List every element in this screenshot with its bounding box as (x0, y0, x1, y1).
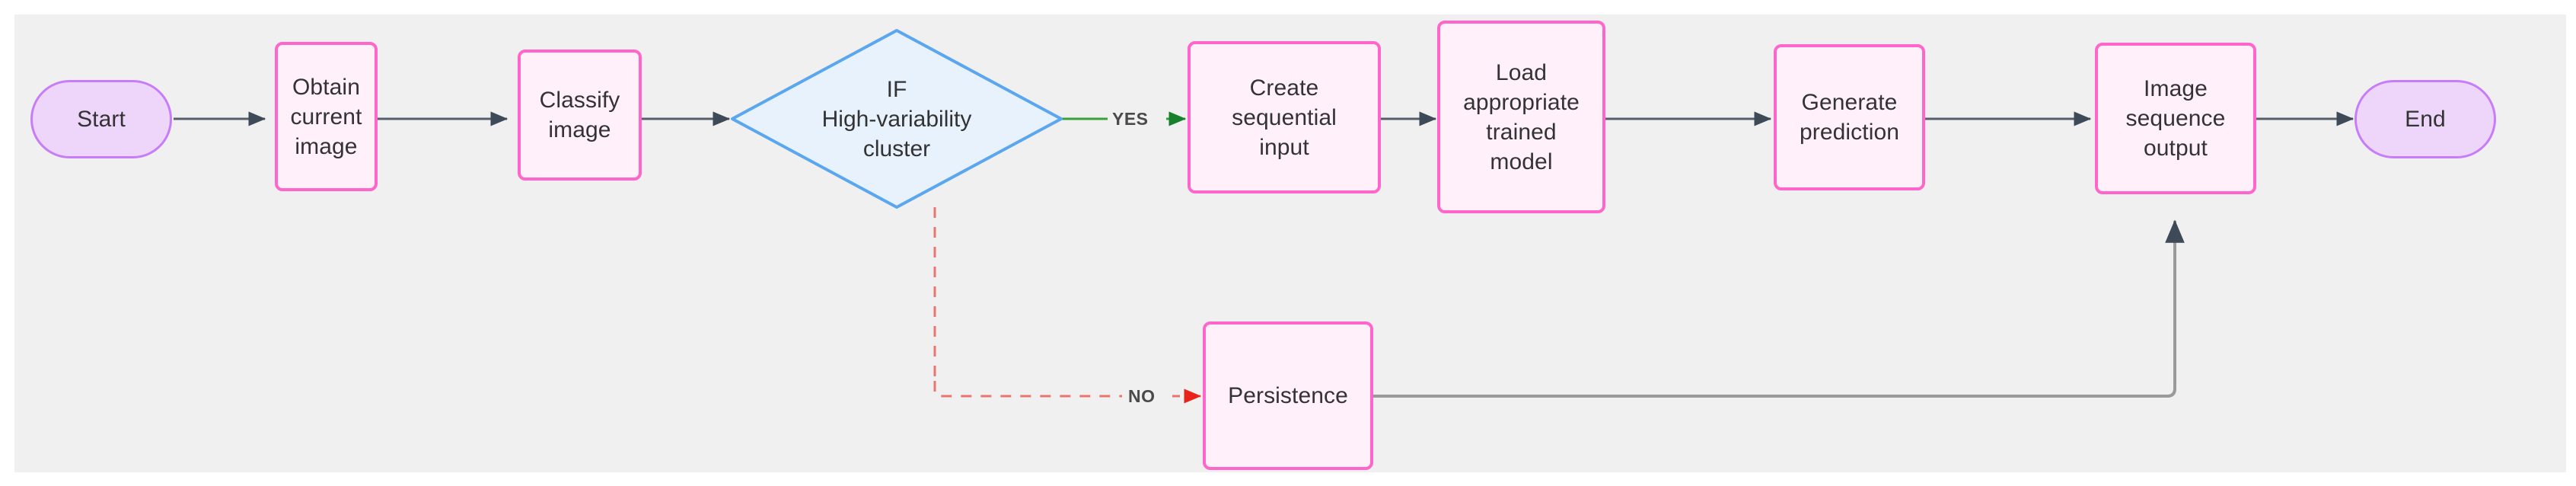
node-generate-prediction[interactable]: Generate prediction (1774, 44, 1925, 190)
node-end-label: End (2405, 107, 2446, 132)
node-image-sequence-output[interactable]: Image sequence output (2095, 43, 2256, 194)
edge-label-yes: YES (1110, 109, 1151, 129)
node-classify-image[interactable]: Classify image (518, 50, 642, 181)
node-generate-prediction-label: Generate prediction (1799, 90, 1900, 145)
edge-label-no: NO (1126, 386, 1158, 407)
node-obtain-current-image[interactable]: Obtain current image (275, 42, 378, 191)
node-persistence-label: Persistence (1228, 383, 1348, 408)
node-obtain-current-image-label: Obtain current image (290, 74, 362, 159)
node-create-sequential-input[interactable]: Create sequential input (1188, 41, 1381, 193)
node-start[interactable]: Start (30, 80, 172, 158)
node-persistence[interactable]: Persistence (1203, 321, 1373, 470)
node-classify-image-label: Classify image (539, 88, 620, 142)
edge-decision-to-persistence-no (933, 207, 1202, 404)
node-load-trained-model[interactable]: Load appropriate trained model (1437, 21, 1605, 213)
node-decision-high-variability[interactable]: IF High-variability cluster (729, 27, 1064, 210)
decision-diamond-shape (731, 29, 1063, 209)
node-start-label: Start (77, 107, 126, 132)
node-end[interactable]: End (2354, 80, 2496, 158)
node-decision-label: IF High-variability cluster (821, 76, 972, 161)
node-image-sequence-output-label: Image sequence output (2125, 76, 2226, 161)
node-load-trained-model-label: Load appropriate trained model (1463, 59, 1580, 174)
edge-persistence-to-output (1372, 219, 2185, 398)
node-create-sequential-input-label: Create sequential input (1232, 75, 1337, 160)
